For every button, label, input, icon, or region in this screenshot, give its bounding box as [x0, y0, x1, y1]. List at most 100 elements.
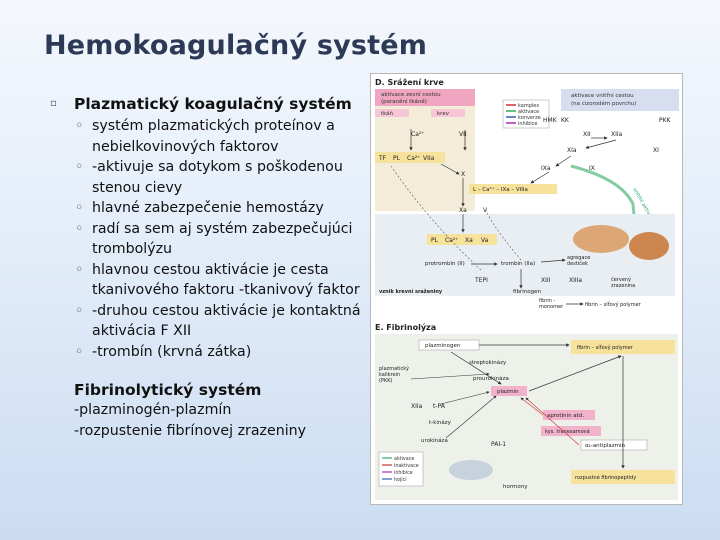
legend-d-item: konverze [518, 115, 541, 121]
factor-xii: XII [583, 131, 591, 138]
factor-ca-2: Ca²⁺ [411, 131, 424, 138]
factor-pl: PL [393, 155, 401, 162]
prothrombinase-ca: Ca²⁺ [445, 237, 458, 244]
list-item: radí sa sem aj systém zabezpečujúci trom… [74, 219, 362, 260]
clot-panel [375, 214, 675, 296]
prothrombin: protrombin (II) [425, 261, 465, 267]
plasmin: plazmin [497, 389, 519, 395]
aggregation-sub: destiček [567, 260, 588, 267]
factor-ca: Ca²⁺ [407, 155, 420, 162]
kininogen: t-kinázy [429, 419, 452, 426]
platelet-image [573, 225, 629, 253]
fibrinolysis-line: -plazminogén-plazmín [74, 402, 232, 418]
factor-xa: Xa [459, 207, 467, 214]
extrinsic-label: aktivace zevní cestou [381, 91, 441, 98]
extrinsic-header [375, 89, 475, 106]
degradation-box [571, 470, 675, 484]
plasmin-box [491, 386, 527, 396]
list-item: hlavné zabezpečenie hemostázy [74, 198, 362, 219]
factor-xiia: XIIa [611, 131, 623, 138]
fibrinolysis-section: Fibrinolytický systém -plazminogén-plazm… [50, 380, 362, 441]
tissue-box [375, 109, 409, 117]
factor-x: X [461, 171, 465, 178]
factor-pkk: PKK [659, 117, 672, 124]
factor-viia: VIIa [423, 155, 435, 162]
blood-box [431, 109, 465, 117]
blood-label: krev [437, 111, 450, 117]
legend-d-item: aktivace [518, 109, 539, 115]
pai: PAI-1 [491, 441, 506, 448]
text-column: ▫ Plazmatický koagulačný systém systém p… [50, 94, 362, 441]
slide-title: Hemokoagulačný systém [44, 30, 428, 61]
legend-e-item: inhibice [394, 470, 413, 476]
clot-image [629, 232, 669, 260]
intrinsic-header [561, 89, 679, 111]
hormones: hormony [503, 484, 528, 490]
aprotinin-box [543, 410, 595, 420]
fibrin-monomer-sub: monomer [539, 304, 564, 310]
factor-v: V [483, 207, 488, 214]
extrinsic-panel [375, 89, 475, 211]
list-item: -druhou cestou aktivácie je kontaktná ak… [74, 301, 362, 342]
factor-xiii: XIII [541, 277, 551, 284]
prothrombinase-va: Va [481, 237, 489, 244]
cell-image [449, 460, 493, 480]
fibrin-polymer: fibrin – síťový polymer [585, 301, 642, 308]
eaca: kys. tranexamová [545, 428, 590, 435]
list-item: -trombín (krvná zátka) [74, 342, 362, 363]
bullet-marker: ▫ [50, 98, 57, 109]
factor-ix: IX [589, 165, 595, 172]
prothrombinase-pl: PL [431, 237, 439, 244]
kallikrein-sub: kalikrein [379, 372, 400, 378]
degradation: rozpustné fibrinopeptidy [575, 474, 636, 481]
aprotinin: aprotinin atd. [547, 413, 584, 419]
a2-box [580, 439, 648, 451]
factor-vii: VII [459, 131, 467, 138]
a2-antiplasmin: α₂-antiplazmin [585, 443, 626, 449]
factor-hmk: HMK [543, 117, 558, 124]
red-clot-sub: zrazenina [611, 283, 635, 289]
prourokinase: prourokináza [473, 375, 509, 382]
factor-xia: XIa [567, 147, 577, 154]
intrinsic-label-sub: (na cizorodém povrchu) [571, 100, 636, 107]
list-item: -aktivuje sa dotykom s poškodenou stenou… [74, 157, 362, 198]
fibrin-polymer-e: fibrin – síťový polymer [577, 344, 634, 351]
panel-d-title: D. Srážení krve [375, 78, 444, 87]
tf-complex [375, 152, 445, 163]
factor-ixa: IXa [541, 165, 551, 172]
panel-e-title: E. Fibrinolýza [375, 323, 436, 332]
fibrinogen: fibrinogen [513, 289, 541, 295]
factor-xi: XI [653, 147, 659, 154]
intrinsic-label: aktivace vnitřní cestou [571, 92, 634, 99]
clot-formation: vznik krevní sraženiny [379, 288, 443, 295]
factor-tf: TF [378, 155, 387, 162]
fibrin-monomer: fibrin - [539, 298, 556, 304]
tenase-label: L – Ca²⁺ – IXa – VIIIa [473, 186, 528, 193]
plasminogen: plazminogen [425, 343, 461, 349]
legend-e-item: hojící [394, 476, 407, 483]
list-item: hlavnou cestou aktivácie je cesta tkaniv… [74, 260, 362, 301]
factor-kk: KK [561, 117, 570, 124]
fibrin-polymer-box [571, 340, 675, 354]
prothrombinase-xa: Xa [465, 237, 473, 244]
legend-d-item: kamplex [518, 103, 539, 109]
section-heading-coagulation: ▫ Plazmatický koagulačný systém [50, 94, 362, 114]
legend-e-item: inaktivace [394, 463, 419, 469]
intrinsic-activation-band [570, 164, 641, 275]
tissue-label: tkáň [381, 110, 394, 117]
prothrombinase-complex [427, 234, 497, 245]
coagulation-heading: Plazmatický koagulačný systém [74, 95, 352, 113]
streptokinase: streptokinázy [469, 359, 507, 366]
tpa: t-PA [433, 403, 446, 410]
factor-xiiia: XIIIa [569, 277, 582, 284]
aggregation: agregace [567, 255, 590, 261]
legend-d-item: inhibice [518, 121, 538, 127]
kallikrein: plazmatický [379, 365, 409, 372]
red-clot: červený [611, 276, 631, 283]
eaca-box [541, 426, 601, 436]
fibrinolysis-line: -rozpustenie fibrínovej zrazeniny [74, 422, 307, 439]
kallikrein-abbr: (PKK) [379, 378, 393, 384]
figure-svg: D. Srážení krve aktivace zevní cestou (p… [375, 78, 679, 500]
factor-xiia-e: XIIa [411, 403, 423, 410]
extrinsic-label-sub: (poranění tkáně) [381, 98, 427, 105]
